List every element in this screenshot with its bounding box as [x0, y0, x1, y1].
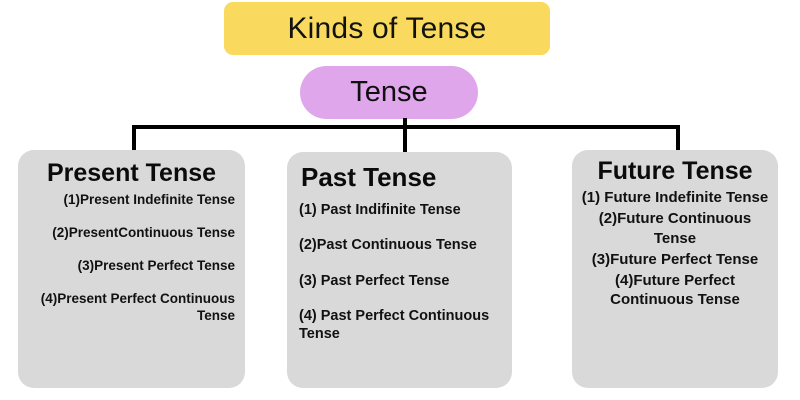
branch-item: (4) Past Perfect Continuous Tense	[299, 307, 490, 342]
branch-heading-past: Past Tense	[301, 162, 437, 192]
branch-box-present-tense: Present Tense (1)Present Indefinite Tens…	[18, 150, 245, 388]
branch-heading-future: Future Tense	[597, 157, 753, 185]
page-title: Kinds of Tense	[287, 11, 487, 45]
root-node-tense: Tense	[300, 66, 478, 119]
branch-item: (2)Past Continuous Tense	[299, 237, 477, 254]
branch-item: (3)Present Perfect Tense	[77, 258, 235, 273]
branch-item: (2)Future Continuous Tense	[598, 210, 752, 247]
branch-heading-present: Present Tense	[46, 159, 217, 187]
branch-box-past-tense: Past Tense (1) Past Indifinite Tense (2)…	[287, 152, 512, 388]
branch-item: (1) Past Indifinite Tense	[299, 202, 461, 219]
branch-item: (1)Present Indefinite Tense	[63, 192, 235, 208]
connector-drop-present	[132, 125, 136, 151]
branch-box-future-tense: Future Tense (1) Future Indefinite Tense…	[572, 150, 778, 388]
branch-item: (4)Present Perfect Continuous Tense	[40, 290, 235, 323]
diagram-title-banner: Kinds of Tense	[224, 2, 550, 55]
connector-drop-past	[403, 125, 407, 155]
branch-item: (3) Past Perfect Tense	[299, 272, 450, 289]
connector-stem-root	[403, 118, 407, 128]
branch-item: (1) Future Indefinite Tense	[581, 189, 769, 207]
connector-drop-future	[676, 125, 680, 151]
branch-item: (2)PresentContinuous Tense	[52, 225, 235, 241]
root-node-label: Tense	[350, 76, 428, 108]
branch-item: (4)Future Perfect Continuous Tense	[610, 272, 740, 309]
branch-item: (3)Future Perfect Tense	[591, 250, 759, 268]
